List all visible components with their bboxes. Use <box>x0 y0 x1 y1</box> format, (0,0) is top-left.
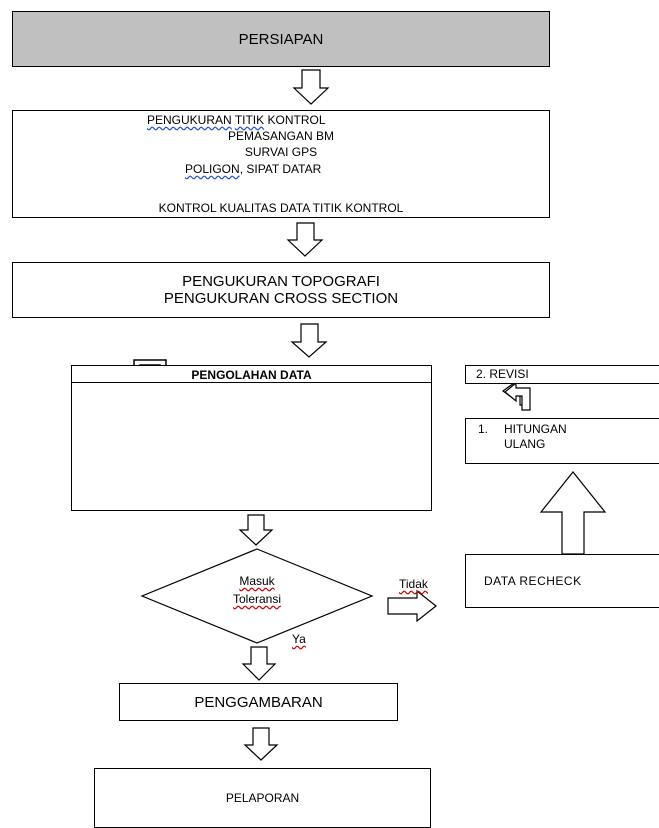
topografi-line1: PENGUKURAN TOPOGRAFI <box>182 273 380 290</box>
block-arrow-down-icon <box>292 69 330 105</box>
side-data-recheck: DATA RECHECK <box>465 554 659 608</box>
kontrol-line4-a: POLIGON <box>185 162 240 176</box>
decision-yes-label: Ya <box>292 632 306 646</box>
decision-diamond <box>140 548 374 644</box>
block-arrow-up-icon <box>539 471 607 555</box>
block-arrow-down-icon <box>286 222 324 257</box>
step-pengolahan-data: PENGOLAHAN DATA <box>71 365 432 511</box>
decision-label: Masuk Toleransi <box>200 574 314 606</box>
hitungan-num: 1. <box>478 422 489 436</box>
block-arrow-down-icon <box>243 727 279 761</box>
block-arrow-right-icon <box>387 589 437 623</box>
kontrol-line2: PEMASANGAN BM <box>227 129 335 143</box>
pengolahan-title: PENGOLAHAN DATA <box>191 368 312 382</box>
kontrol-line1: PENGUKURAN TITIK KONTROL <box>147 113 326 127</box>
recheck-label: DATA RECHECK <box>484 574 582 588</box>
kontrol-line3: SURVAI GPS <box>244 145 318 159</box>
kontrol-line1-b: TITIK <box>234 113 265 127</box>
block-arrow-down-icon <box>238 514 274 546</box>
step-topografi: PENGUKURAN TOPOGRAFI PENGUKURAN CROSS SE… <box>12 262 550 318</box>
pengolahan-header: PENGOLAHAN DATA <box>72 366 431 383</box>
kontrol-line1-a: PENGUKURAN <box>147 113 232 127</box>
step-persiapan: PERSIAPAN <box>12 11 550 67</box>
bent-arrow-left-icon-shape <box>504 381 531 411</box>
revisi-label: 2. REVISI <box>476 367 529 381</box>
block-arrow-down-icon <box>241 646 277 681</box>
step-persiapan-label: PERSIAPAN <box>238 30 324 48</box>
block-arrow-down-icon <box>290 323 328 358</box>
decision-line2: Toleransi <box>232 592 282 606</box>
topografi-line2: PENGUKURAN CROSS SECTION <box>163 290 399 307</box>
decision-line1: Masuk <box>239 574 275 588</box>
pelaporan-label: PELAPORAN <box>225 791 300 805</box>
step-penggambaran: PENGGAMBARAN <box>119 683 398 721</box>
hitungan-line2: ULANG <box>504 437 546 451</box>
kontrol-line4: POLIGON, SIPAT DATAR <box>185 162 321 176</box>
kontrol-line1-c: KONTROL <box>267 113 326 127</box>
decision-yes-text: Ya <box>292 632 306 646</box>
step-titik-kontrol: PENGUKURAN TITIK KONTROL PEMASANGAN BM S… <box>12 110 550 218</box>
decision-no-text: Tidak <box>399 577 428 591</box>
hitungan-line1: HITUNGAN <box>504 422 567 436</box>
decision-no-label: Tidak <box>399 577 428 591</box>
side-hitungan-ulang: 1. HITUNGAN ULANG <box>465 418 659 464</box>
penggambaran-label: PENGGAMBARAN <box>194 693 323 711</box>
side-revisi: 2. REVISI <box>465 365 659 384</box>
kontrol-line5: KONTROL KUALITAS DATA TITIK KONTROL <box>158 201 404 215</box>
step-pelaporan: PELAPORAN <box>94 768 431 828</box>
kontrol-line4-b: , SIPAT DATAR <box>239 162 322 176</box>
